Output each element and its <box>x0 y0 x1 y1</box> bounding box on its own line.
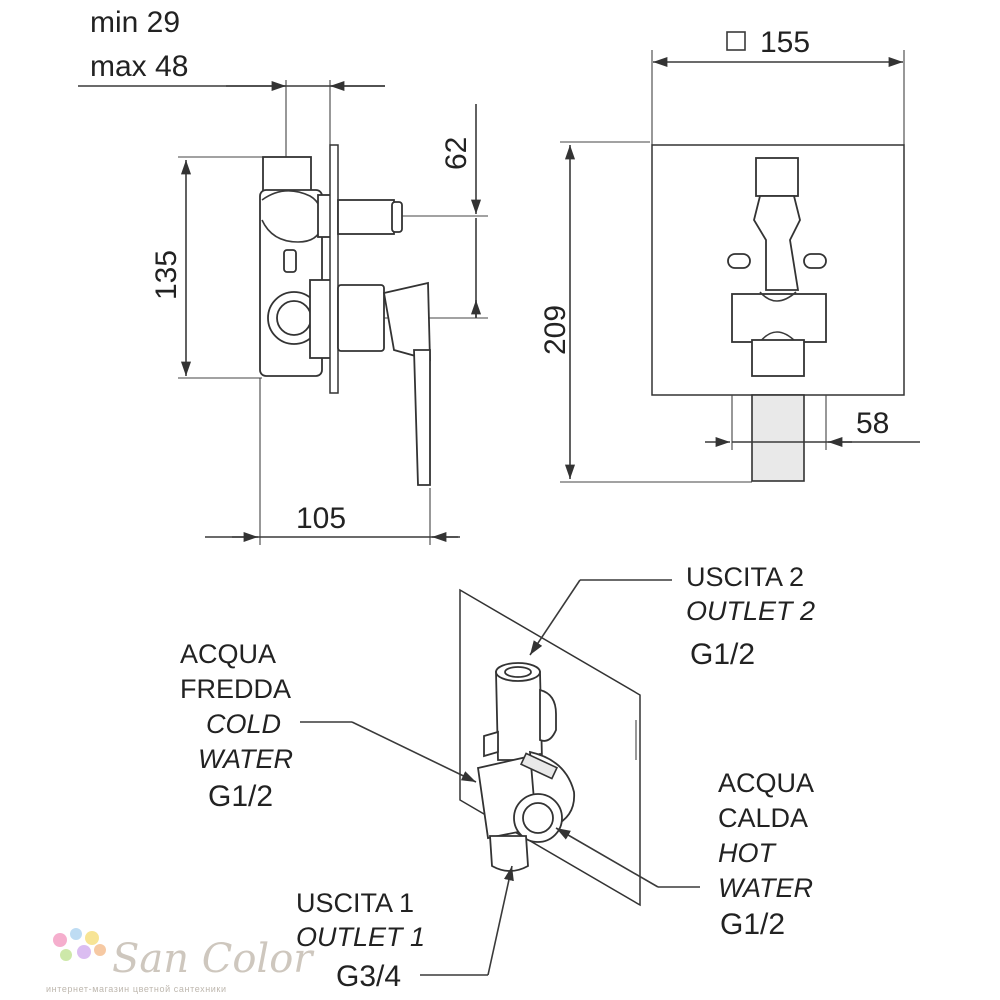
leader-hot <box>555 827 659 888</box>
hot-label-en-2: WATER <box>718 873 813 903</box>
cold-label-it-2: FREDDA <box>180 674 291 704</box>
front-top-port <box>755 157 799 197</box>
iso-hot-inlet-bore <box>522 802 554 834</box>
logo-brand: San Color <box>112 936 315 982</box>
side-slot <box>283 249 297 273</box>
front-view: 155 209 58 <box>539 26 920 483</box>
offset-label: 62 <box>440 137 473 170</box>
logo-dot <box>60 949 72 961</box>
leader-outlet2 <box>529 579 581 656</box>
height-label: 135 <box>150 250 183 300</box>
isometric-view: USCITA 2 OUTLET 2 G1/2 ACQUA FREDDA COLD… <box>180 562 815 993</box>
upper-port <box>262 156 312 192</box>
hot-label-en-1: HOT <box>718 838 778 868</box>
hot-size: G1/2 <box>720 908 785 941</box>
front-upper-body <box>753 195 801 291</box>
square-symbol-icon <box>726 31 746 51</box>
side-view: min 29 max 48 135 62 <box>78 6 488 545</box>
cold-size: G1/2 <box>208 780 273 813</box>
outlet1-label-en: OUTLET 1 <box>296 922 425 952</box>
front-outlet-pipe <box>751 394 805 482</box>
hot-label-it-1: ACQUA <box>718 768 814 798</box>
front-left-ear <box>727 253 751 269</box>
leader-outlet1 <box>487 865 514 976</box>
iso-diverter-nut <box>539 688 557 742</box>
plate-width-label: 155 <box>760 26 810 59</box>
cold-label-en-1: COLD <box>206 709 281 739</box>
outlet1-size: G3/4 <box>336 960 401 993</box>
logo-tagline: интернет-магазин цветной сантехники <box>46 984 227 994</box>
logo-dot <box>94 944 106 956</box>
max-depth-label: max 48 <box>90 50 188 83</box>
diverter-stem <box>337 199 395 235</box>
outlet2-size: G1/2 <box>690 638 755 671</box>
cold-label-en-2: WATER <box>198 744 293 774</box>
wall-plate-side <box>329 144 339 394</box>
depth-label: 105 <box>296 502 346 535</box>
body-width-label: 58 <box>856 407 889 440</box>
front-inlet-curves <box>759 291 797 343</box>
handle-hub <box>382 281 431 362</box>
outlet2-label-it: USCITA 2 <box>686 562 804 592</box>
min-depth-label: min 29 <box>90 6 180 39</box>
outlet1-label-it: USCITA 1 <box>296 888 414 918</box>
iso-left-ear <box>483 730 499 758</box>
leader-cold <box>351 721 477 783</box>
lower-nut <box>309 279 333 359</box>
iso-upper-pipe <box>495 671 543 761</box>
iso-upper-port-bore <box>504 666 532 678</box>
logo-dots-icon <box>53 928 106 961</box>
cold-label-it-1: ACQUA <box>180 639 276 669</box>
logo-dot <box>77 945 91 959</box>
handle-base <box>337 284 385 352</box>
hot-label-it-2: CALDA <box>718 803 808 833</box>
iso-lower-outlet <box>489 835 529 872</box>
handle-lever <box>413 349 431 486</box>
front-height-label: 209 <box>539 305 572 355</box>
iso-handle-slot <box>519 752 559 780</box>
outlet2-label-en: OUTLET 2 <box>686 596 815 626</box>
cold-inlet-bore <box>276 300 312 336</box>
front-right-ear <box>803 253 827 269</box>
logo-dot <box>70 928 82 940</box>
diverter-cap <box>391 201 403 233</box>
logo-dot <box>85 931 99 945</box>
logo-dot <box>53 933 67 947</box>
front-lower-body <box>751 339 805 377</box>
watermark-logo: San Color интернет-магазин цветной санте… <box>46 928 315 994</box>
